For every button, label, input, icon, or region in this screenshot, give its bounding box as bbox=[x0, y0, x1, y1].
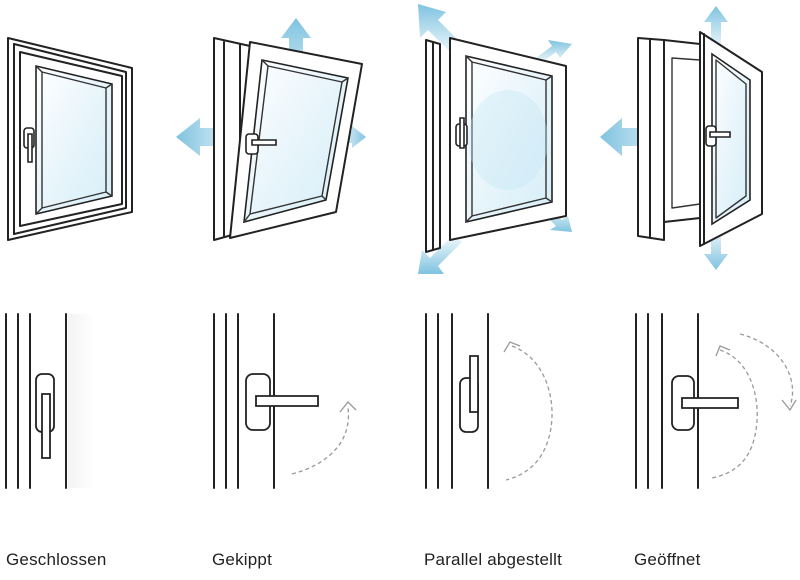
handle-detail-parallel bbox=[425, 313, 553, 489]
rotation-arrow-icon bbox=[739, 333, 797, 412]
rotation-arrow-icon bbox=[503, 341, 553, 481]
caption-tilted: Gekippt bbox=[212, 550, 272, 569]
caption-closed: Geschlossen bbox=[6, 550, 107, 569]
handle-icon bbox=[671, 375, 739, 431]
window-closed-icon bbox=[7, 37, 133, 241]
arrow-icon bbox=[704, 226, 728, 270]
handle-icon bbox=[459, 355, 479, 433]
handle-detail-tilted bbox=[213, 313, 357, 489]
arrow-icon bbox=[536, 40, 572, 64]
handle-icon bbox=[245, 373, 319, 431]
window-tilted-icon bbox=[176, 18, 366, 241]
arrow-icon bbox=[418, 234, 462, 274]
rotation-arrow-icon bbox=[291, 401, 357, 475]
arrow-icon bbox=[704, 6, 728, 52]
caption-parallel: Parallel abgestellt bbox=[424, 550, 562, 569]
window-parallel-icon bbox=[418, 4, 572, 274]
handle-detail-open bbox=[635, 313, 797, 489]
window-open-icon bbox=[600, 6, 763, 270]
handle-icon bbox=[35, 373, 55, 459]
caption-open: Geöffnet bbox=[634, 550, 701, 569]
handle-detail-closed bbox=[5, 313, 94, 489]
rotation-arrow-icon bbox=[711, 345, 758, 479]
